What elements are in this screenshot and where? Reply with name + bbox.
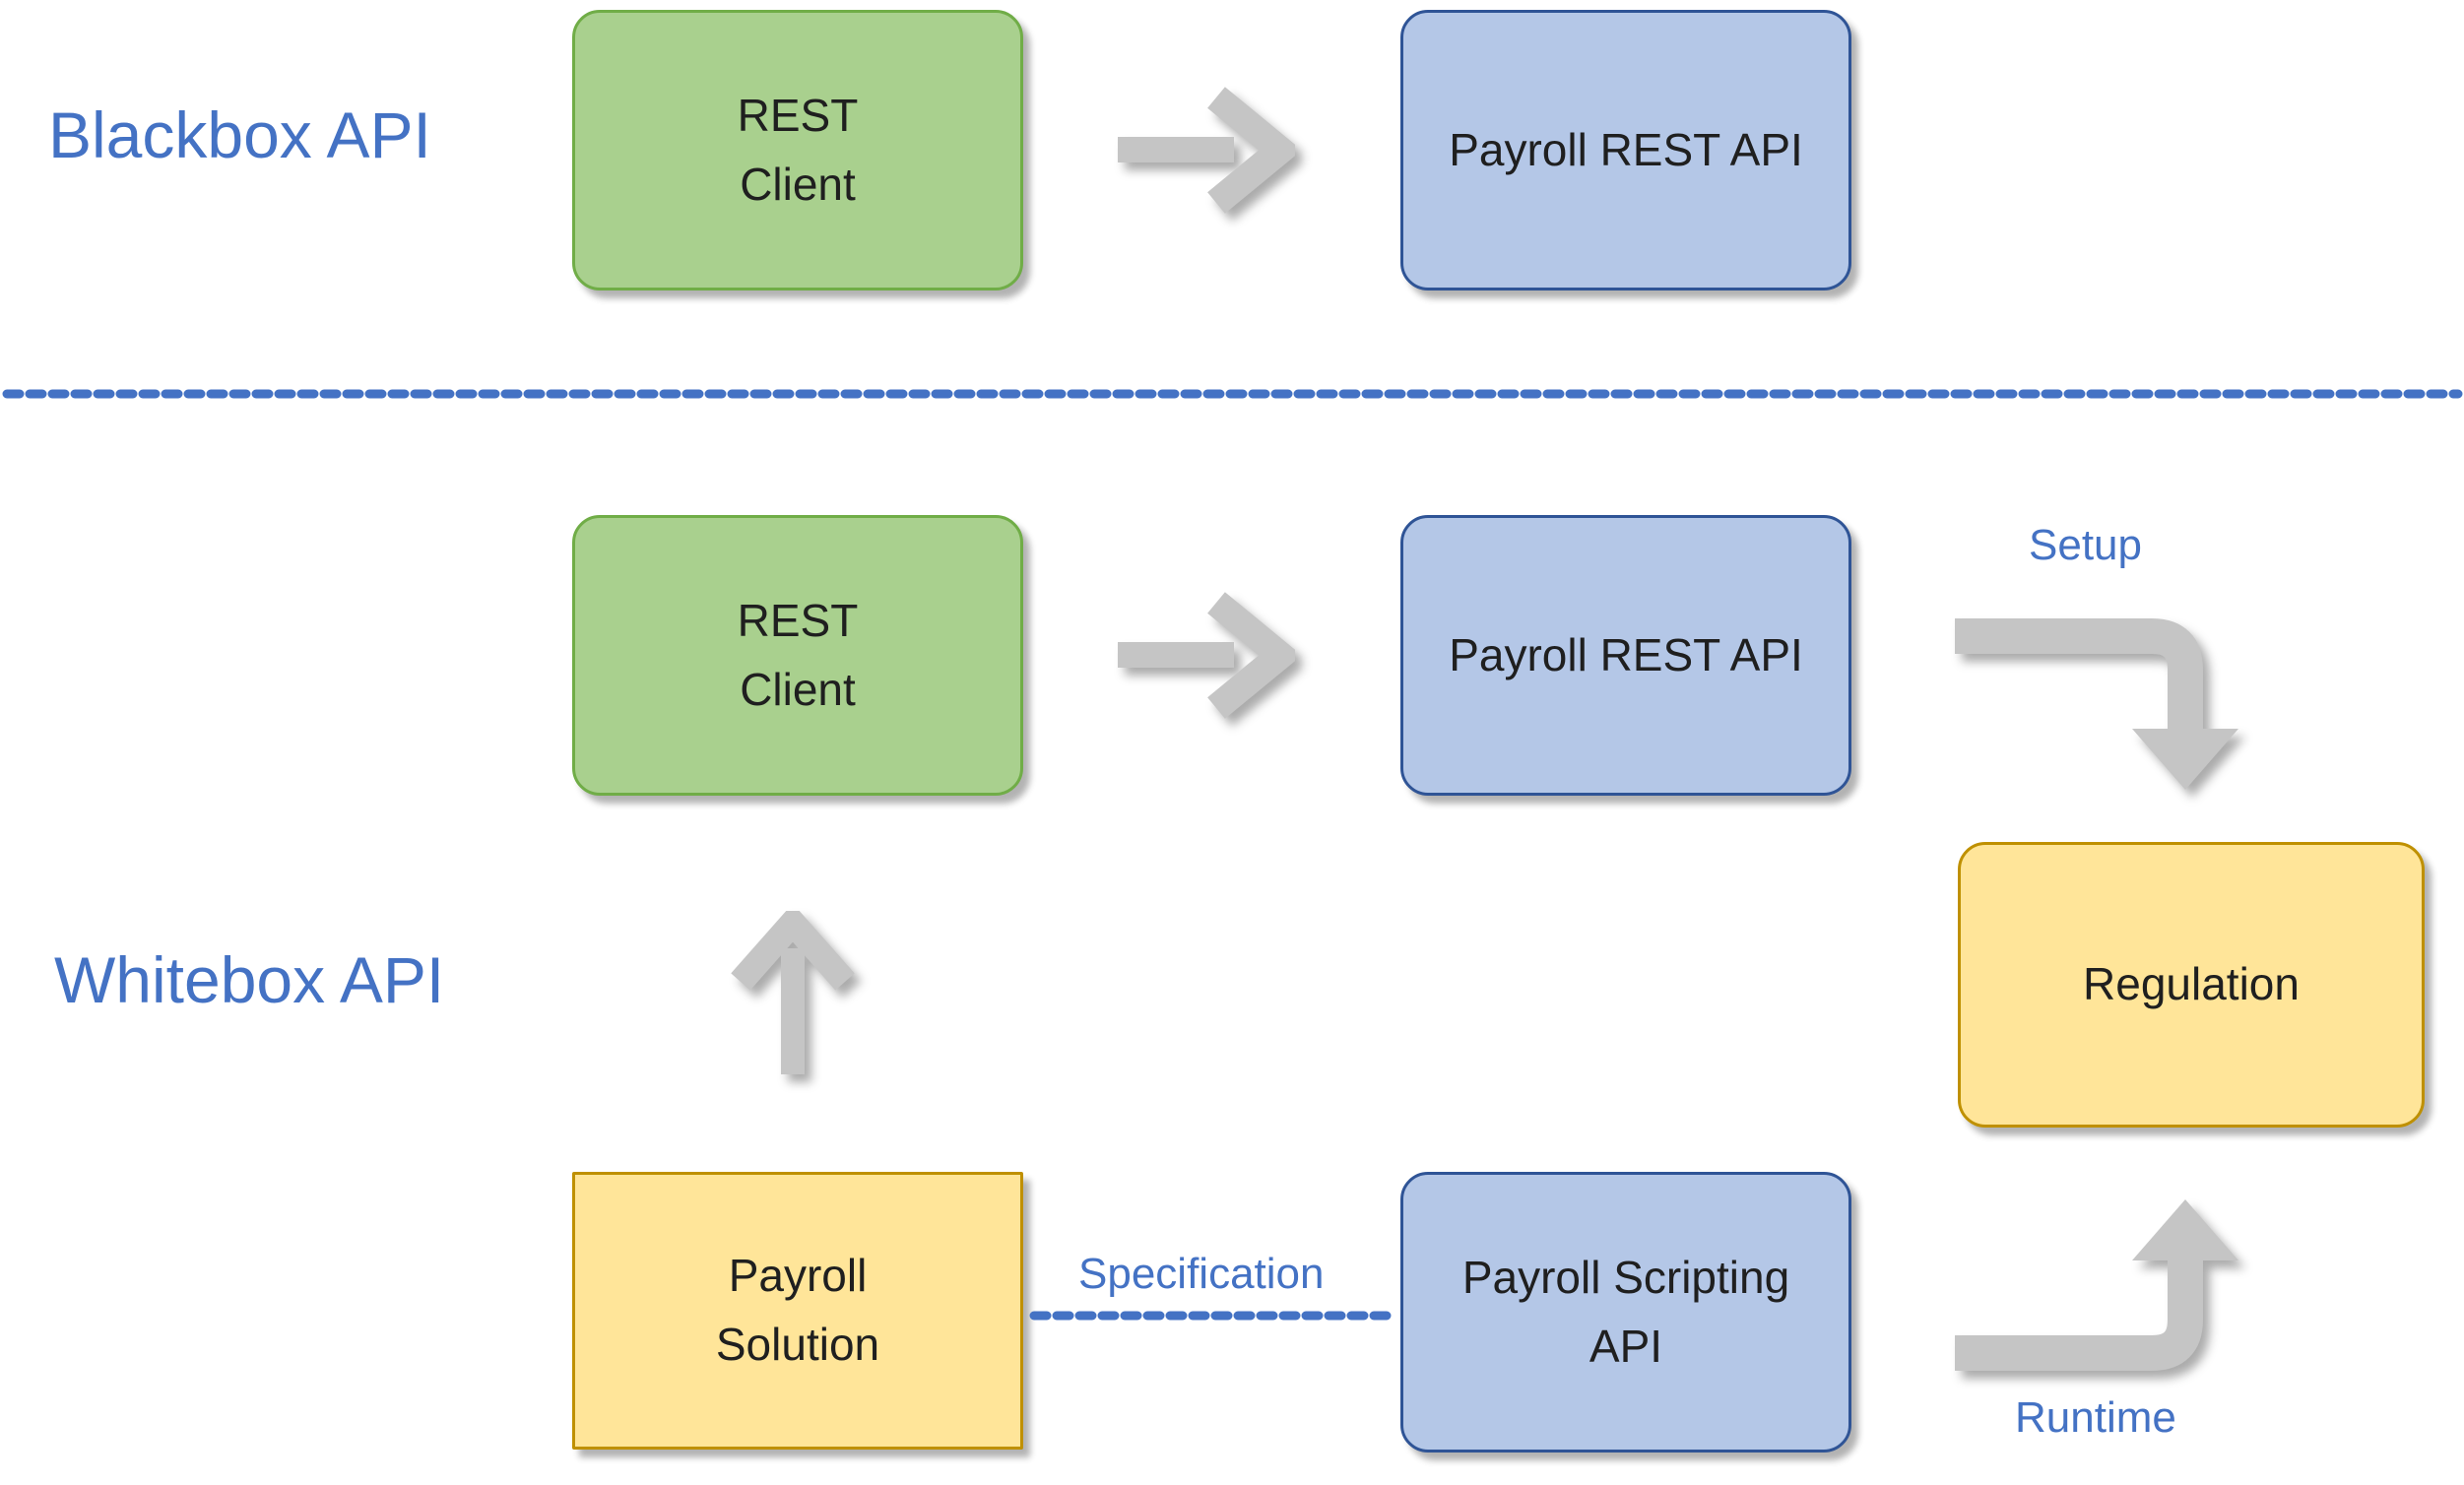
specification-dashed-line [1029, 1311, 1400, 1321]
node-label: Regulation [2083, 958, 2300, 1010]
node-label: API [1589, 1320, 1663, 1372]
node-label: Payroll REST API [1449, 628, 1803, 680]
node-label: Client [740, 158, 856, 210]
node-regulation: Regulation [1958, 842, 2425, 1128]
section-label-whitebox: Whitebox API [54, 943, 445, 1016]
node-payroll-solution: Payroll Solution [572, 1172, 1023, 1450]
node-label: Payroll REST API [1449, 123, 1803, 175]
node-label: Payroll [728, 1250, 868, 1302]
node-payroll-rest-api-bottom: Payroll REST API [1400, 515, 1851, 796]
section-divider-dashed-line [2, 389, 2463, 399]
node-label: Payroll Scripting [1461, 1251, 1790, 1303]
node-payroll-rest-api-top: Payroll REST API [1400, 10, 1851, 291]
arrow-up-icon [731, 911, 855, 1074]
section-label-blackbox: Blackbox API [48, 98, 431, 171]
edge-label-setup: Setup [2029, 521, 2142, 569]
node-payroll-scripting-api: Payroll Scripting API [1400, 1172, 1851, 1453]
node-label: Client [740, 663, 856, 715]
node-label: REST [737, 594, 859, 646]
edge-label-specification: Specification [1078, 1250, 1325, 1298]
edge-label-runtime: Runtime [2015, 1393, 2176, 1442]
arrow-right-icon [1118, 87, 1295, 214]
node-rest-client-top: REST Client [572, 10, 1023, 291]
elbow-arrow-up-icon [1955, 1199, 2238, 1371]
arrow-right-icon [1118, 592, 1295, 719]
node-label: Solution [715, 1319, 880, 1370]
node-rest-client-bottom: REST Client [572, 515, 1023, 796]
elbow-arrow-down-icon [1955, 618, 2238, 790]
node-label: REST [737, 89, 859, 141]
